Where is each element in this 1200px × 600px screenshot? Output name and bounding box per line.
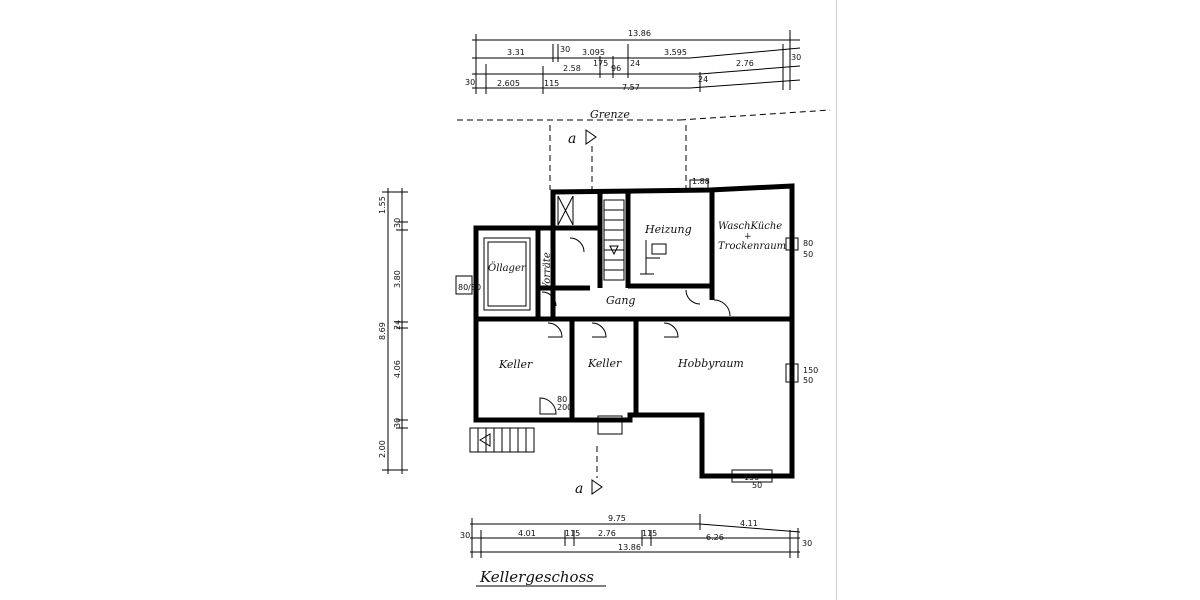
- bottom-row2-dim-g: 30: [802, 539, 812, 548]
- top-row3-dim-c: 115: [544, 79, 559, 88]
- room-label-keller-1: Keller: [498, 358, 533, 371]
- bottom-row2-dim-d: 2.76: [598, 529, 616, 538]
- left-dim-d: 24: [393, 320, 402, 330]
- top-row2-dim-e: 2.76: [736, 59, 754, 68]
- left-total-dim: 8.69: [378, 322, 387, 340]
- room-label-hobbyraum: Hobbyraum: [677, 357, 744, 370]
- room-label-keller-2: Keller: [587, 357, 622, 370]
- top-row2-dim-d: 24: [630, 59, 640, 68]
- room-label-waschkueche-plus: +: [744, 232, 752, 242]
- top-dimension-chain: 13.86 3.31 30 3.095 3.595 30 2.58 175 96…: [465, 29, 801, 94]
- door-label-2: 200: [557, 403, 572, 412]
- section-marker-bottom: a: [575, 446, 603, 497]
- bottom-row1-dim-a: 9.75: [608, 514, 626, 523]
- top-row1-dim-c: 3.095: [582, 48, 605, 57]
- doors: [539, 237, 731, 415]
- property-boundary: Grenze: [457, 108, 831, 190]
- inner-stairs: [603, 199, 625, 281]
- window-label-east-upper-2: 50: [803, 250, 813, 259]
- opening-labels: 80/80 80 50 150 50 150 50 80 200 1.88: [458, 177, 818, 490]
- top-row2-dim-a: 2.58: [563, 64, 581, 73]
- bottom-row2-dim-b: 4.01: [518, 529, 536, 538]
- top-row3-dim-b: 2.605: [497, 79, 520, 88]
- top-row3-dim-e: 24: [698, 75, 708, 84]
- outer-stairs: [469, 427, 535, 453]
- top-row1-dim-b: 30: [560, 45, 570, 54]
- bottom-row2-dim-f: 6.26: [706, 533, 724, 542]
- room-label-gang: Gang: [606, 294, 635, 307]
- top-row1-dim-a: 3.31: [507, 48, 525, 57]
- top-row2-dim-c: 96: [611, 64, 621, 73]
- window-label-east-upper-1: 80: [803, 239, 813, 248]
- bottom-total-dim: 13.86: [618, 543, 641, 552]
- window-label-south-2: 50: [752, 481, 762, 490]
- left-dim-f: 30: [393, 418, 402, 428]
- window-label-east-lower-1: 150: [803, 366, 818, 375]
- left-dim-a: 1.55: [378, 196, 387, 214]
- plan-title: Kellergeschoss: [479, 568, 594, 586]
- bottom-row2-dim-a: 30: [460, 531, 470, 540]
- top-row3-dim-d: 7.57: [622, 83, 640, 92]
- section-marker-top: a: [568, 129, 597, 192]
- boundary-label: Grenze: [590, 108, 630, 121]
- windows: [455, 179, 799, 483]
- bottom-dimension-chain: 9.75 4.11 30 4.01 115 2.76 115 6.26 30 1…: [460, 514, 812, 558]
- door-label-1: 80: [557, 395, 567, 404]
- left-dim-c: 3.80: [393, 270, 402, 288]
- top-row1-dim-e: 30: [791, 53, 801, 62]
- window-label-top: 1.88: [692, 177, 710, 186]
- oil-tank: [483, 237, 531, 311]
- room-label-vorraete: Vorräte: [542, 252, 553, 290]
- window-label-west: 80/80: [458, 283, 481, 292]
- room-label-oellager: Öllager: [488, 262, 527, 274]
- top-row3-dim-a: 30: [465, 78, 475, 87]
- bottom-row2-dim-e: 115: [642, 529, 657, 538]
- page-edge-line: [836, 0, 837, 600]
- bottom-row2-dim-c: 115: [565, 529, 580, 538]
- room-label-waschkueche: WaschKüche: [718, 221, 782, 232]
- left-dim-g: 2.00: [378, 440, 387, 458]
- top-total-dim: 13.86: [628, 29, 651, 38]
- window-label-south-1: 150: [744, 473, 759, 482]
- room-label-trockenraum: Trockenraum: [718, 241, 786, 252]
- room-label-heizung: Heizung: [644, 223, 692, 236]
- section-letter-bottom: a: [575, 481, 583, 497]
- top-row2-dim-b: 175: [593, 59, 608, 68]
- section-letter-top: a: [568, 131, 576, 147]
- bottom-row1-dim-b: 4.11: [740, 519, 758, 528]
- top-row1-dim-d: 3.595: [664, 48, 687, 57]
- room-labels: Öllager Vorräte Heizung WaschKüche + Tro…: [488, 221, 786, 371]
- left-dimension-chain: 1.55 30 3.80 24 8.69 4.06 30 2.00: [378, 188, 408, 474]
- left-dim-b: 30: [393, 218, 402, 228]
- walls: [473, 183, 795, 479]
- left-dim-e: 4.06: [393, 360, 402, 378]
- window-label-east-lower-2: 50: [803, 376, 813, 385]
- boiler-symbol: [640, 240, 667, 275]
